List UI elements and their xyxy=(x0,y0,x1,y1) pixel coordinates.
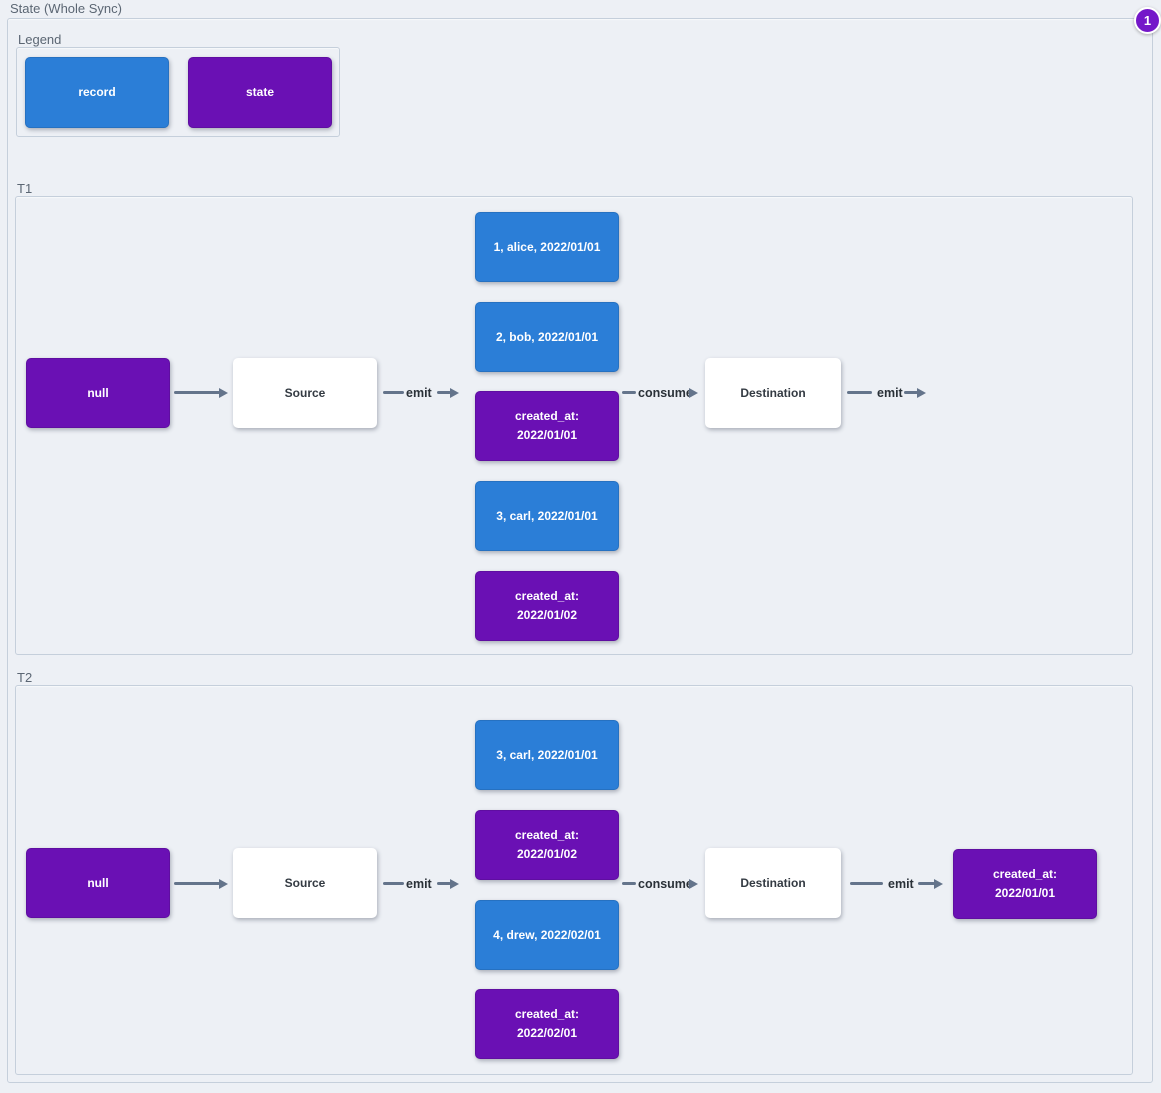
t2-edge-emit2-line-a xyxy=(850,882,883,885)
t1-record-node-3: 3, carl, 2022/01/01 xyxy=(475,481,619,551)
t1-arrowhead-icon-3 xyxy=(689,388,698,398)
t1-edge-emit2-line-b xyxy=(904,391,918,394)
outer-group-box xyxy=(7,18,1153,1083)
t1-edge-emit-line-b xyxy=(437,391,451,394)
t1-destination-node: Destination xyxy=(705,358,841,428)
annotation-badge[interactable]: 1 xyxy=(1134,7,1161,34)
t2-edge-consume-line xyxy=(622,882,636,885)
t2-consume-label: consume xyxy=(638,877,693,891)
t1-arrowhead-icon-4 xyxy=(917,388,926,398)
t2-state-node-2: created_at: 2022/02/01 xyxy=(475,989,619,1059)
section-t1-box xyxy=(15,196,1133,655)
t2-arrowhead-icon-4 xyxy=(934,879,943,889)
t1-edge-consume-line xyxy=(622,391,636,394)
t2-record-node-2: 4, drew, 2022/02/01 xyxy=(475,900,619,970)
t2-null-node: null xyxy=(26,848,170,918)
legend-label: Legend xyxy=(18,32,62,47)
legend-group-box xyxy=(16,47,340,137)
t2-source-node: Source xyxy=(233,848,377,918)
t2-arrowhead-icon-1 xyxy=(219,879,228,889)
annotation-badge-number: 1 xyxy=(1143,13,1152,28)
t1-arrowhead-icon-1 xyxy=(219,388,228,398)
t2-destination-node: Destination xyxy=(705,848,841,918)
t1-state-node-2: created_at: 2022/01/02 xyxy=(475,571,619,641)
t1-edge-emit2-line-a xyxy=(847,391,872,394)
t2-state-node-1: created_at: 2022/01/02 xyxy=(475,810,619,880)
legend-record-node: record xyxy=(25,57,169,128)
section-t2-label: T2 xyxy=(17,670,33,685)
t2-edge-emit-line-b xyxy=(437,882,451,885)
t1-edge-emit-line-a xyxy=(383,391,404,394)
t1-record-node-2: 2, bob, 2022/01/01 xyxy=(475,302,619,372)
t1-edge-null-source-line xyxy=(174,391,220,394)
legend-state-node: state xyxy=(188,57,332,128)
t1-emit-destination-label: emit xyxy=(877,386,903,400)
t1-null-node: null xyxy=(26,358,170,428)
t2-record-node-1: 3, carl, 2022/01/01 xyxy=(475,720,619,790)
t1-record-node-1: 1, alice, 2022/01/01 xyxy=(475,212,619,282)
section-t1-label: T1 xyxy=(17,181,33,196)
t2-edge-emit-line-a xyxy=(383,882,404,885)
t1-consume-label: consume xyxy=(638,386,693,400)
t2-emit-source-label: emit xyxy=(406,877,432,891)
t1-emit-source-label: emit xyxy=(406,386,432,400)
t1-arrowhead-icon-2 xyxy=(450,388,459,398)
t2-emit-destination-label: emit xyxy=(888,877,914,891)
section-t2-box xyxy=(15,685,1133,1075)
t2-result-state-node: created_at: 2022/01/01 xyxy=(953,849,1097,919)
t1-state-node-1: created_at: 2022/01/01 xyxy=(475,391,619,461)
page-title: State (Whole Sync) xyxy=(10,1,122,16)
t2-arrowhead-icon-2 xyxy=(450,879,459,889)
t2-edge-emit2-line-b xyxy=(918,882,935,885)
t2-arrowhead-icon-3 xyxy=(689,879,698,889)
t1-source-node: Source xyxy=(233,358,377,428)
t2-edge-null-source-line xyxy=(174,882,220,885)
